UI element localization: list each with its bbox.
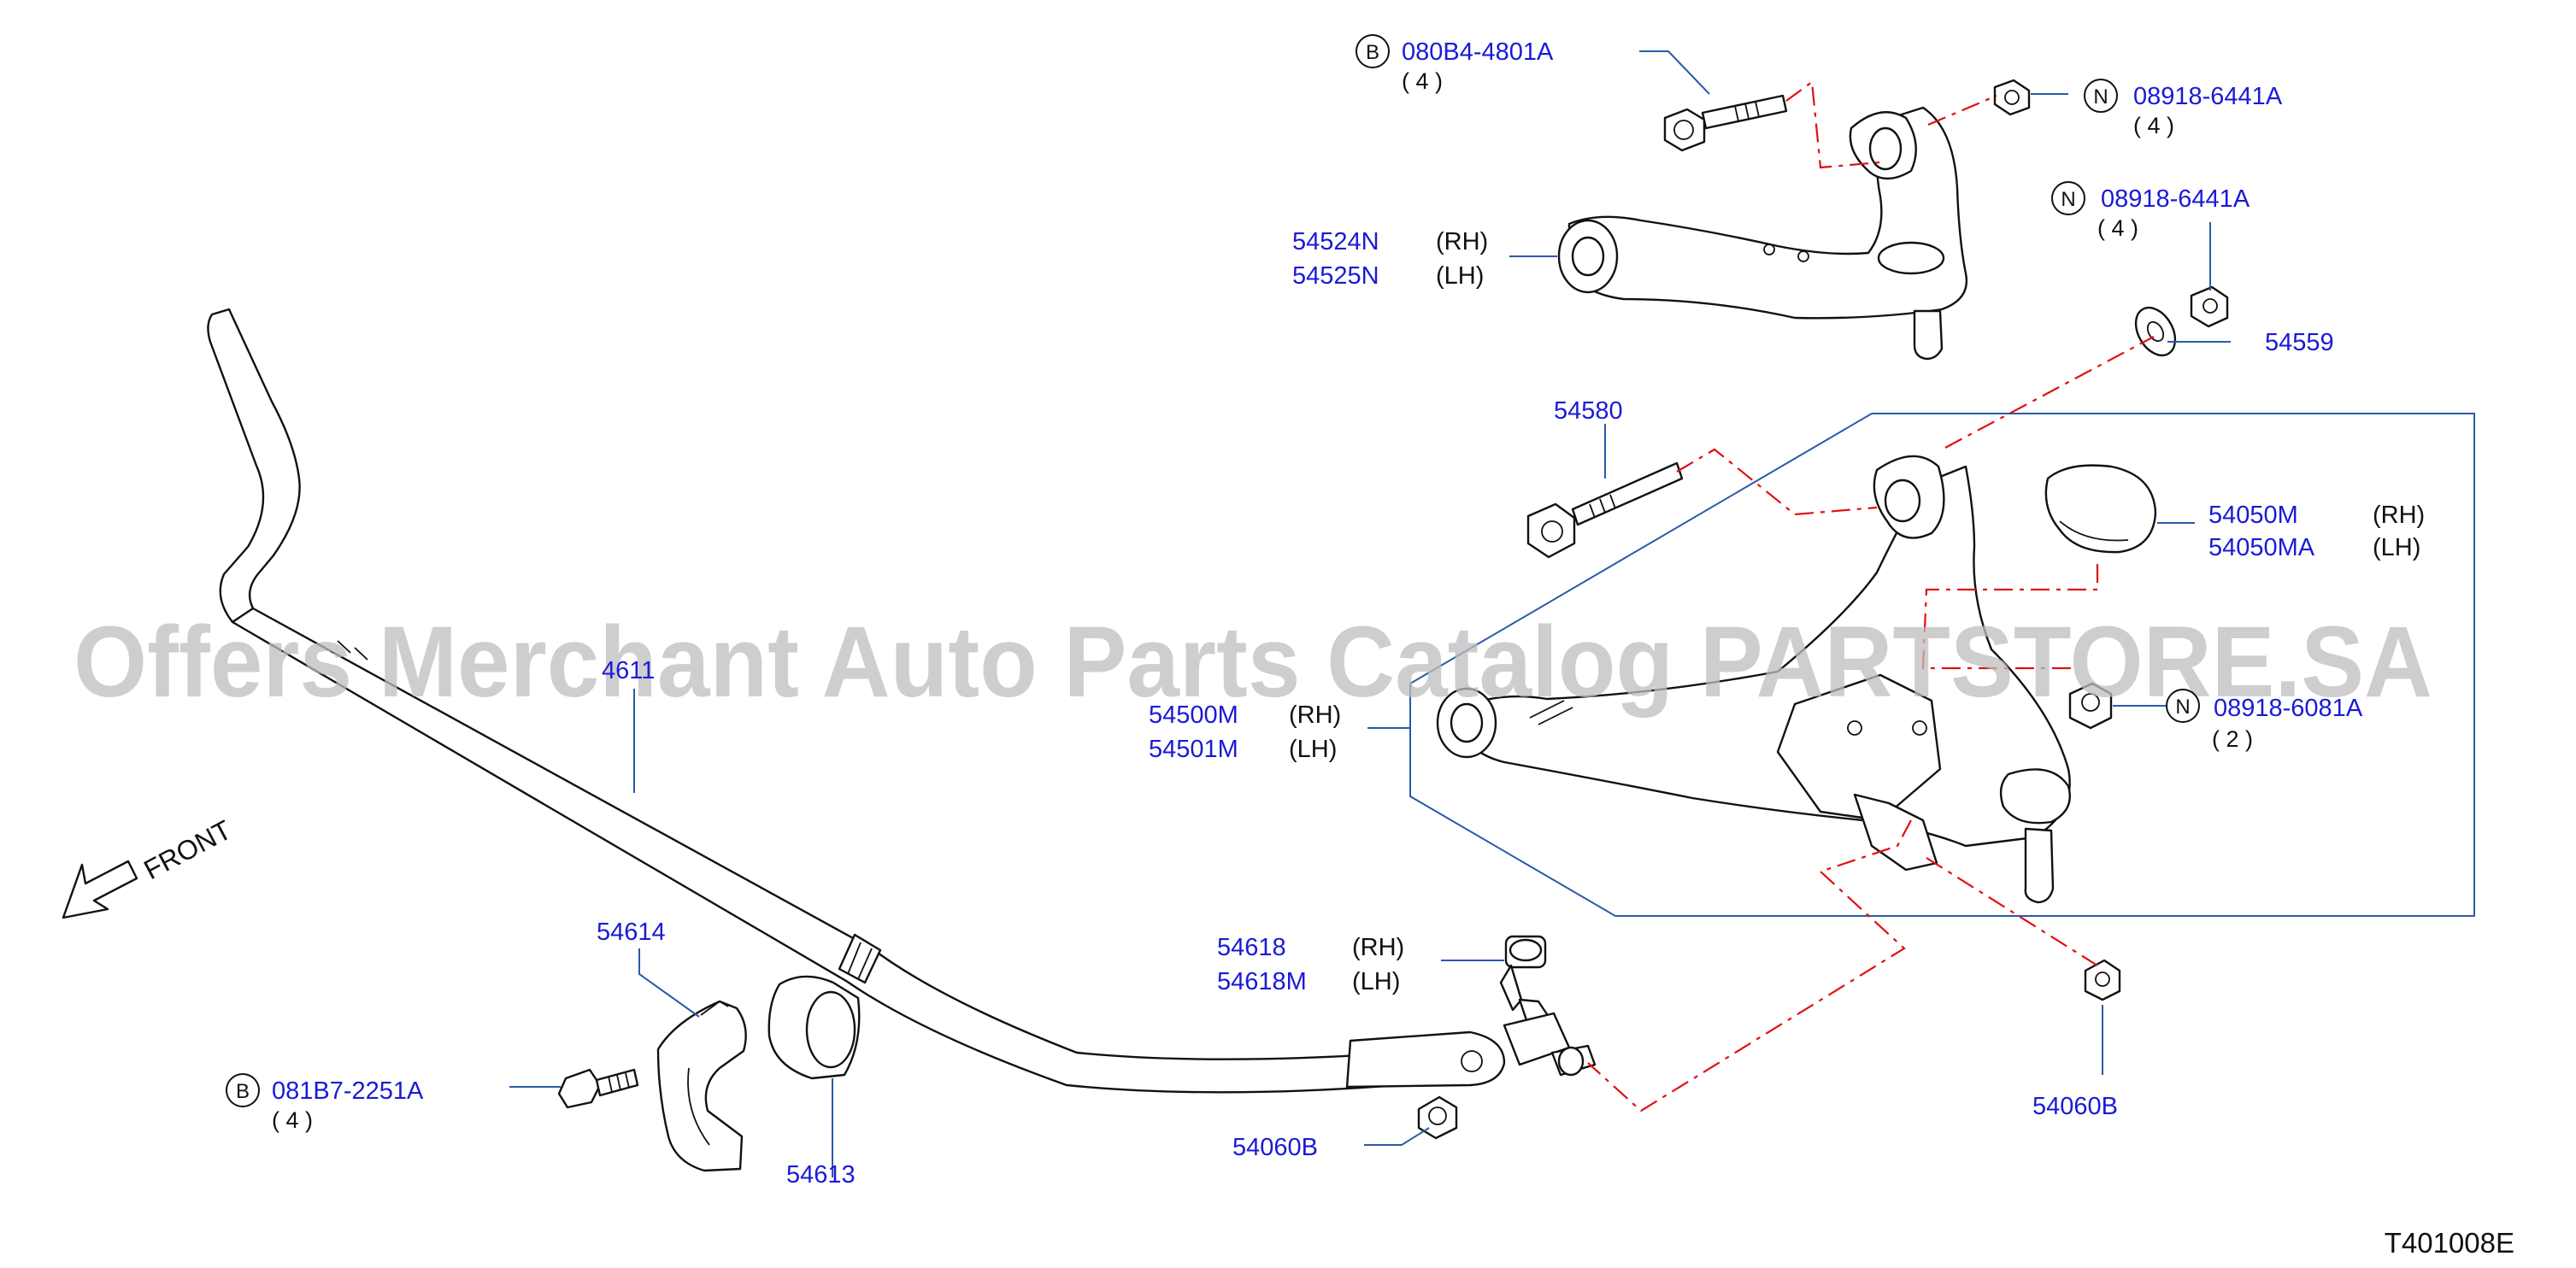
stabilizer-bushing[interactable] (768, 975, 861, 1080)
part-number: 081B7-2251A (272, 1077, 424, 1105)
side-lh: (LH) (1352, 968, 1400, 995)
callout-upper-arm[interactable]: 54524N (RH) 54525N (LH) (1292, 228, 1488, 290)
callout-lower-arm-nut[interactable]: N 08918-6081A ( 2 ) (2166, 689, 2363, 752)
front-arrow-icon (62, 860, 138, 919)
callout-link-nut-right[interactable]: 54060B (2032, 1093, 2118, 1120)
part-number: 080B4-4801A (1402, 38, 1554, 66)
callout-lower-arm[interactable]: 54500M (RH) 54501M (LH) (1149, 702, 1341, 763)
side-rh: (RH) (1436, 228, 1488, 255)
bolt-prefix-circle (226, 1073, 260, 1107)
part-number-rh: 54050M (2208, 502, 2298, 529)
link-nut-left[interactable] (1417, 1095, 1458, 1140)
part-number: 08918-6441A (2133, 83, 2283, 110)
leader-lines (509, 50, 2231, 1177)
side-lh: (LH) (1436, 262, 1484, 290)
upper-arm[interactable] (1557, 106, 1968, 361)
lower-arm-group-frame (1409, 413, 2475, 917)
bracket-bolt[interactable] (557, 1068, 639, 1109)
part-number: 54060B (2032, 1093, 2118, 1120)
part-number-lh: 54501M (1149, 736, 1238, 763)
part-number: 08918-6441A (2101, 185, 2250, 213)
upper-arm-nut-2[interactable] (2190, 285, 2229, 328)
callout-prefix: B (236, 1080, 250, 1103)
callout-prefix: N (2061, 188, 2075, 211)
part-number: 54580 (1554, 397, 1623, 425)
part-number-rh: 54618 (1217, 934, 1286, 961)
part-number-lh: 54525N (1292, 262, 1379, 290)
callout-prefix: N (2175, 696, 2190, 719)
callout-upper-arm-nut-1[interactable]: N 08918-6441A ( 4 ) (2084, 79, 2283, 138)
front-direction-indicator: FRONT (62, 814, 237, 919)
side-lh: (LH) (1289, 736, 1337, 763)
side-rh: (RH) (1352, 934, 1404, 961)
part-number-rh: 54524N (1292, 228, 1379, 255)
callout-link-nut-left[interactable]: 54060B (1232, 1134, 1318, 1161)
part-number: 54559 (2265, 329, 2334, 356)
callout-stabilizer-bracket[interactable]: 54614 (597, 919, 666, 946)
callout-upper-arm-nut-2[interactable]: N 08918-6441A ( 4 ) (2051, 181, 2250, 241)
part-number: 54060B (1232, 1134, 1318, 1161)
callout-stabilizer-bar[interactable]: 4611 (602, 657, 655, 684)
part-number-lh: 54618M (1217, 968, 1307, 995)
stabilizer-bar[interactable] (207, 308, 1506, 1094)
cam-washer[interactable] (2128, 301, 2184, 362)
callout-cam-bolt[interactable]: 54580 (1554, 397, 1623, 425)
callout-bracket-bolt[interactable]: B 081B7-2251A ( 4 ) (226, 1073, 424, 1133)
part-number: 4611 (602, 657, 655, 684)
arm-cover[interactable] (2044, 464, 2157, 554)
callout-arm-cover[interactable]: 54050M (RH) 54050MA (LH) (2208, 502, 2425, 561)
link-nut-right[interactable] (2084, 959, 2121, 1001)
part-number-lh: 54050MA (2208, 534, 2315, 561)
part-number-rh: 54500M (1149, 702, 1238, 729)
callout-cam-washer[interactable]: 54559 (2265, 329, 2334, 356)
upper-arm-nut-1[interactable] (1993, 79, 2031, 116)
watermark: Offers Merchant Auto Parts Catalog PARTS… (74, 606, 2432, 719)
side-rh: (RH) (1289, 702, 1341, 729)
stabilizer-bracket[interactable] (656, 1000, 747, 1172)
nut-prefix-circle (2166, 689, 2200, 723)
nut-prefix-circle (2084, 79, 2118, 113)
quantity: ( 2 ) (2212, 726, 2253, 752)
side-rh: (RH) (2373, 502, 2425, 529)
front-label: FRONT (138, 814, 236, 886)
quantity: ( 4 ) (2133, 113, 2174, 138)
part-number: 54613 (786, 1161, 856, 1189)
side-lh: (LH) (2373, 534, 2420, 561)
nut-prefix-circle (2051, 181, 2085, 215)
assembly-centerlines (1587, 79, 2155, 1112)
callout-upper-arm-bolt[interactable]: B 080B4-4801A ( 4 ) (1356, 34, 1554, 94)
part-number: 54614 (597, 919, 666, 946)
callout-prefix: B (1366, 41, 1379, 64)
callout-prefix: N (2093, 85, 2108, 109)
lower-arm[interactable] (1436, 455, 2071, 904)
lower-arm-nut[interactable] (2068, 682, 2113, 730)
quantity: ( 4 ) (1402, 68, 1443, 94)
quantity: ( 4 ) (2097, 215, 2138, 241)
stabilizer-link[interactable] (1499, 935, 1597, 1077)
diagram-code: T401008E (2385, 1227, 2514, 1259)
quantity: ( 4 ) (272, 1107, 313, 1133)
cam-bolt[interactable] (1526, 461, 1684, 559)
bolt-prefix-circle (1356, 34, 1390, 68)
upper-arm-bolt[interactable] (1663, 94, 1788, 152)
part-number: 08918-6081A (2214, 695, 2363, 722)
callout-stabilizer-bushing[interactable]: 54613 (786, 1161, 856, 1189)
callout-stabilizer-link[interactable]: 54618 (RH) 54618M (LH) (1217, 934, 1404, 995)
